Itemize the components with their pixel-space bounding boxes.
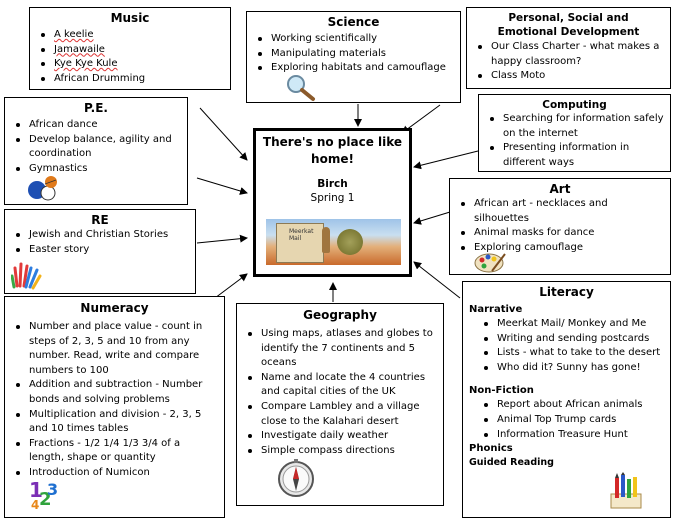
computing-title: Computing (542, 99, 607, 111)
compass-icon (278, 459, 314, 497)
geography-box: Geography Using maps, atlases and globes… (236, 303, 444, 506)
pshe-title: Personal, Social and Emotional Developme… (497, 12, 640, 38)
literacy-title: Literacy (539, 285, 594, 299)
pe-item: African dance (11, 118, 181, 133)
pe-item: Gymnastics (11, 162, 181, 177)
pshe-item: Class Moto (473, 69, 664, 84)
meerkat-figure (322, 227, 330, 253)
geography-item: Simple compass directions (243, 444, 437, 459)
class-name: Birch (317, 178, 348, 190)
science-item: Manipulating materials (253, 47, 454, 62)
hands-icon (11, 262, 42, 290)
book-sign-line2: Mail (289, 235, 302, 242)
music-item: African Drumming (36, 72, 224, 87)
narrative-item: Lists - what to take to the desert (479, 346, 664, 361)
meerkat-mail-book: Meerkat Mail (276, 223, 324, 263)
pe-item: Develop balance, agility and coordinatio… (11, 133, 181, 162)
guided-reading: Guided Reading (469, 457, 554, 469)
music-item: A keelie (36, 28, 224, 43)
pshe-item: Our Class Charter - what makes a happy c… (473, 40, 664, 69)
re-item: Jewish and Christian Stories (11, 228, 189, 243)
nonfiction-item: Report about African animals (479, 398, 664, 413)
art-box: Art African art - necklaces and silhouet… (449, 178, 671, 275)
science-box: Science Working scientifically Manipulat… (246, 11, 461, 103)
music-item: Jamawaile (36, 43, 224, 58)
topic-picture: Meerkat Mail (266, 219, 401, 265)
palette-icon (474, 253, 506, 273)
re-title: RE (91, 213, 109, 227)
numeracy-box: Numeracy Number and place value - count … (4, 296, 225, 518)
computing-box: Computing Searching for information safe… (478, 94, 671, 172)
music-item: Kye Kye Kule (36, 57, 224, 72)
art-supplies-icon (610, 472, 642, 509)
geography-item: Name and locate the 4 countries and capi… (243, 371, 437, 400)
art-item: African art - necklaces and silhouettes (456, 197, 664, 226)
art-item: Animal masks for dance (456, 226, 664, 241)
svg-text:3: 3 (47, 480, 58, 499)
science-item: Exploring habitats and camouflage (253, 61, 454, 76)
narrative-item: Meerkat Mail/ Monkey and Me (479, 317, 664, 332)
nonfiction-item: Information Treasure Hunt (479, 428, 664, 443)
numeracy-item: Addition and subtraction - Number bonds … (11, 378, 218, 407)
re-item: Easter story (11, 243, 189, 258)
computing-item: Searching for information safely on the … (485, 112, 664, 141)
art-item: Exploring camouflage (456, 241, 664, 256)
re-box: RE Jewish and Christian Stories Easter s… (4, 209, 196, 294)
book-sign-line1: Meerkat (289, 228, 314, 235)
literacy-box: Literacy Narrative Meerkat Mail/ Monkey … (462, 281, 671, 518)
science-item: Working scientifically (253, 32, 454, 47)
science-title: Science (327, 15, 380, 29)
geography-title: Geography (303, 308, 377, 322)
art-title: Art (549, 182, 571, 196)
geography-item: Investigate daily weather (243, 429, 437, 444)
pe-box: P.E. African dance Develop balance, agil… (4, 97, 188, 205)
geography-item: Using maps, atlases and globes to identi… (243, 327, 437, 371)
desert-tree-icon (337, 229, 363, 255)
narrative-item: Who did it? Sunny has gone! (479, 361, 664, 376)
geography-item: Compare Lambley and a village close to t… (243, 400, 437, 429)
music-title: Music (110, 11, 150, 25)
svg-text:2: 2 (39, 489, 52, 510)
center-box: There's no place like home! Birch Spring… (253, 128, 412, 277)
numeracy-item: Multiplication and division - 2, 3, 5 an… (11, 408, 218, 437)
numeracy-item: Introduction of Numicon (11, 466, 218, 481)
magnifier-icon (287, 75, 315, 101)
phonics-heading: Phonics (469, 443, 513, 455)
numeracy-item: Fractions - 1/2 1/4 1/3 3/4 of a length,… (11, 437, 218, 466)
sports-balls-icon (28, 176, 57, 201)
pshe-box: Personal, Social and Emotional Developme… (466, 7, 671, 89)
term-name: Spring 1 (310, 192, 355, 204)
nonfiction-heading: Non-Fiction (469, 385, 534, 397)
numeracy-title: Numeracy (80, 301, 149, 315)
computing-item: Presenting information in different ways (485, 141, 664, 170)
pe-title: P.E. (84, 101, 108, 115)
numbers-icon: 1 2 3 4 (29, 478, 58, 511)
music-box: Music A keelie Jamawaile Kye Kye Kule Af… (29, 7, 231, 90)
narrative-item: Writing and sending postcards (479, 332, 664, 347)
center-title: There's no place like home! (262, 135, 403, 166)
svg-text:4: 4 (31, 498, 39, 511)
nonfiction-item: Animal Top Trump cards (479, 413, 664, 428)
svg-text:1: 1 (29, 478, 43, 502)
numeracy-item: Number and place value - count in steps … (11, 320, 218, 378)
narrative-heading: Narrative (469, 304, 523, 315)
